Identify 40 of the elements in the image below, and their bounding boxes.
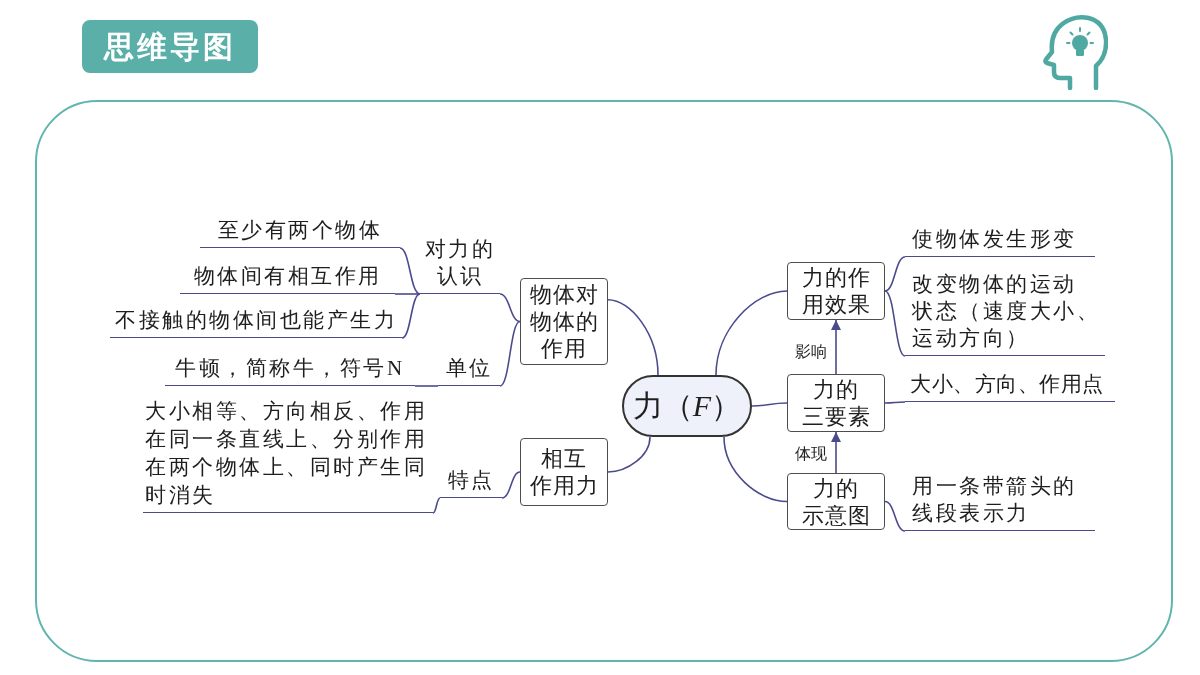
branch-text: 使物体发生形变 [905,226,1095,257]
branch-text: 至少有两个物体 [200,218,400,248]
branch-text: 大小相等、方向相反、作用在同一条直线上、分别作用在两个物体上、同时产生同时消失 [143,398,433,513]
branch-text: 牛顿，简称牛，符号N [165,356,415,386]
topic-box: 相互作用力 [520,438,608,506]
branch-line [394,293,421,295]
branch-line [501,471,521,499]
edge-label: 体现 [793,444,829,464]
edge-label: 影响 [793,342,829,362]
topic-box: 力的作用效果 [787,262,885,320]
branch-line [432,497,441,514]
branch-label: 单位 [438,356,500,386]
arrow [831,319,841,375]
topic-box: 力的示意图 [787,473,885,530]
topic-box: 物体对物体的作用 [520,278,608,365]
branch-line [607,436,651,473]
branch-text: 不接触的物体间也能产生力 [110,304,402,338]
central-topic: 力（F） [622,375,752,437]
branch-text: 改变物体的运动状态（速度大小、运动方向） [905,270,1105,356]
branch-line [884,500,906,532]
branch-line [399,247,421,295]
branch-line [884,401,906,404]
branch-line [723,436,788,503]
branch-line [715,290,788,376]
branch-label: 特点 [440,468,502,498]
branch-line [884,256,906,292]
branch-line [607,298,659,376]
topic-box: 力的三要素 [787,374,885,432]
heading-banner: 思维导图 [82,20,258,73]
branch-line [499,293,521,323]
branch-line [401,293,421,339]
branch-label: 对力的认识 [420,236,500,294]
branch-text: 物体间有相互作用 [180,262,395,294]
branch-text: 大小、方向、作用点 [905,372,1115,402]
branch-line [499,320,521,387]
branch-line [884,290,906,357]
branch-line [414,385,439,387]
branch-line [751,402,788,407]
branch-text: 用一条带箭头的线段表示力 [905,474,1095,531]
arrow [831,431,841,474]
